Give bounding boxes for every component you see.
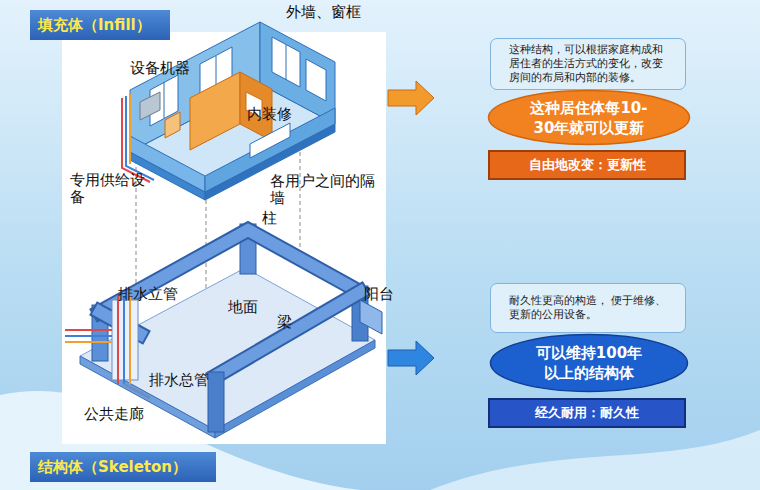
highlight-text: 自由地改变：更新性 — [529, 157, 646, 173]
section-band: 填充体（Infill） — [30, 10, 170, 40]
part-label: 柱 — [262, 210, 284, 227]
ellipse-shape — [489, 91, 690, 145]
part-label: 地面 — [228, 299, 268, 316]
part-label: 专用供给设备 — [70, 172, 150, 206]
drain-pipes — [65, 296, 150, 398]
part-label: 各用户之间的隔墙 — [270, 173, 380, 207]
supply-pipes — [122, 94, 154, 182]
note-box: 耐久性更高的构造， 便于维修、更新的公用设备。 — [490, 283, 686, 333]
part-label: 公共走廊 — [84, 406, 156, 423]
background-wave — [430, 430, 760, 490]
part-label: 梁 — [277, 314, 299, 331]
skeleton-frame — [80, 224, 382, 438]
section-title: 填充体（Infill） — [38, 16, 151, 34]
part-label: 设备机器 — [130, 60, 210, 77]
ellipse-outline — [489, 333, 689, 393]
highlight-ellipse: 这种居住体每10-30年就可以更新 — [487, 89, 691, 146]
ellipse-outline — [487, 89, 691, 146]
part-label: 排水总管 — [149, 372, 221, 389]
part-label: 阳台 — [364, 286, 404, 303]
part-label: 排水立管 — [118, 286, 190, 303]
block-arrow — [388, 341, 434, 375]
note-text: 耐久性更高的构造， 便于维修、更新的公用设备。 — [509, 294, 667, 322]
highlight-text: 可以维持100年以上的结构体 — [535, 343, 643, 383]
block-arrow — [388, 81, 434, 115]
section-title: 结构体（Skeleton） — [38, 458, 187, 476]
section-band: 结构体（Skeleton） — [30, 452, 216, 482]
summary-box: 自由地改变：更新性 — [488, 150, 686, 180]
part-label: 内装修 — [247, 106, 307, 123]
highlight-ellipse: 可以维持100年以上的结构体 — [489, 333, 689, 393]
note-text: 这种结构，可以根据家庭构成和居住者的生活方式的变化，改变房间的布局和内部的装修。 — [509, 43, 667, 85]
note-box: 这种结构，可以根据家庭构成和居住者的生活方式的变化，改变房间的布局和内部的装修。 — [490, 38, 686, 90]
white-panel — [62, 32, 386, 444]
part-label: 外墙、窗框 — [286, 4, 378, 21]
highlight-text: 经久耐用：耐久性 — [535, 405, 639, 421]
ellipse-shape — [491, 335, 688, 392]
highlight-text: 这种居住体每10-30年就可以更新 — [529, 98, 649, 138]
summary-box: 经久耐用：耐久性 — [488, 398, 686, 428]
